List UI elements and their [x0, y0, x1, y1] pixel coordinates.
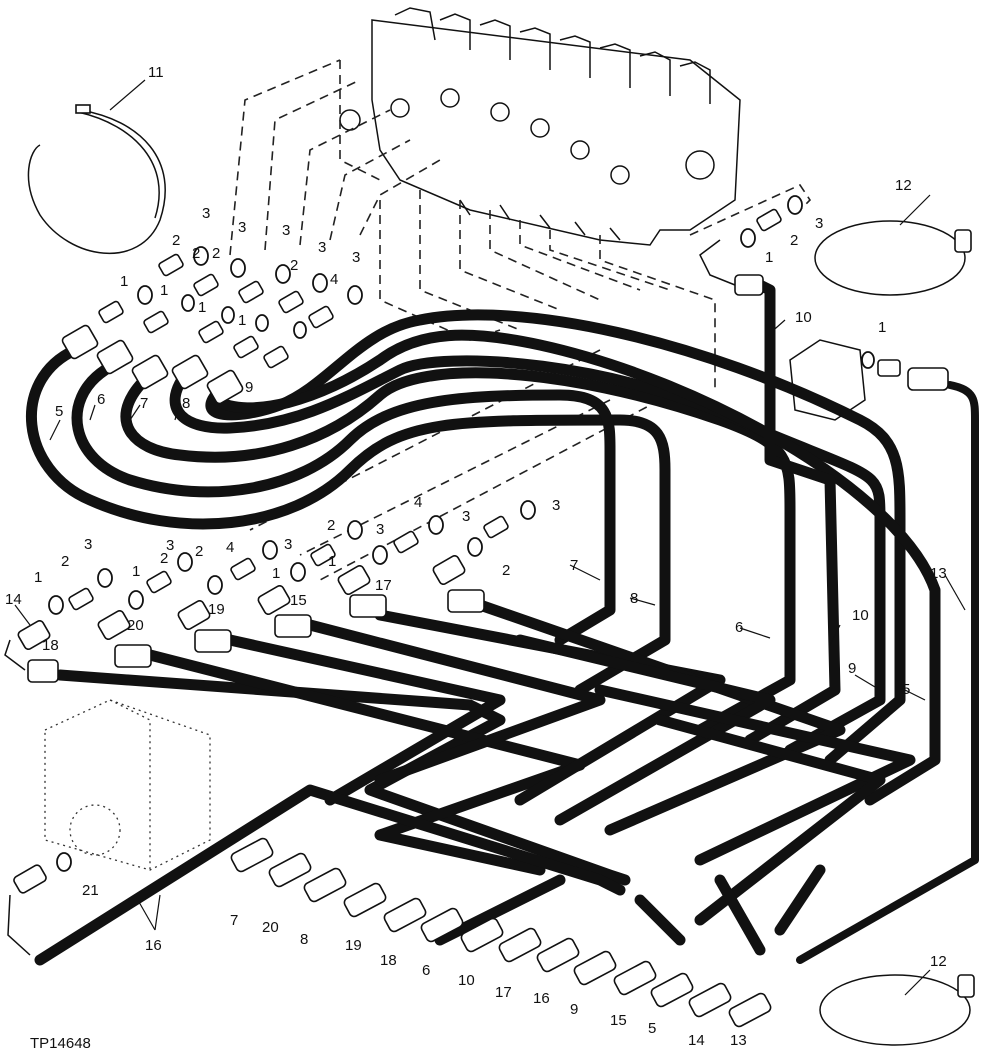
callout-label: 11: [148, 64, 164, 81]
callout-label: 1: [272, 565, 280, 582]
hose-clamps: [27, 104, 975, 1046]
bottom-hose-ends: [230, 837, 772, 1028]
callout-label: 4: [414, 494, 422, 511]
callout-label: 1: [120, 273, 128, 290]
callout-label: 6: [97, 391, 105, 408]
callout-label: 2: [160, 550, 168, 567]
callout-label: 6: [735, 619, 743, 636]
callout-label: 19: [345, 937, 362, 954]
callout-label: 3: [318, 239, 326, 256]
callout-label: 3: [84, 536, 92, 553]
callout-label: 10: [458, 972, 475, 989]
callout-label: 7: [570, 557, 578, 574]
callout-label: 1: [765, 249, 773, 266]
callout-label: 16: [533, 990, 550, 1007]
callout-label: 17: [375, 577, 392, 594]
callout-label: 12: [930, 953, 947, 970]
callout-label: 3: [552, 497, 560, 514]
callout-label: 2: [192, 245, 200, 262]
callout-label: 12: [895, 177, 912, 194]
callout-label: 7: [230, 912, 238, 929]
callout-label: 15: [290, 592, 307, 609]
callout-label: 3: [282, 222, 290, 239]
callout-label: 13: [730, 1032, 747, 1049]
callout-label: 3: [238, 219, 246, 236]
callout-label: 2: [502, 562, 510, 579]
callout-label: 16: [145, 937, 162, 954]
callout-label: 15: [610, 1012, 627, 1029]
callout-label: 13: [930, 565, 947, 582]
callout-label: 3: [376, 521, 384, 538]
callout-label: 14: [688, 1032, 705, 1049]
callout-label: 20: [127, 617, 144, 634]
callout-label: 1: [160, 282, 168, 299]
callout-label: 19: [208, 601, 225, 618]
callout-label: 1: [132, 563, 140, 580]
callout-label: 2: [172, 232, 180, 249]
callout-label: 2: [212, 245, 220, 262]
callout-label: 1: [34, 569, 42, 586]
callout-label: 9: [848, 660, 856, 677]
callout-label: 1: [198, 299, 206, 316]
leader-lines: [14, 79, 966, 996]
callout-label: 3: [352, 249, 360, 266]
callout-label: 4: [330, 271, 338, 288]
callout-label: 2: [290, 257, 298, 274]
callout-label: 8: [300, 931, 308, 948]
callout-label: 7: [140, 395, 148, 412]
pump-outline: [7, 699, 211, 956]
callout-label: 3: [462, 508, 470, 525]
callout-label: 5: [55, 403, 63, 420]
callout-label: 3: [284, 536, 292, 553]
callout-label: 18: [380, 952, 397, 969]
callout-label: 3: [815, 215, 823, 232]
lower-hose-bundle: [34, 599, 916, 966]
callout-label: 9: [570, 1001, 578, 1018]
callout-label: 2: [327, 517, 335, 534]
callout-label: 17: [495, 984, 512, 1001]
callout-label: 10: [795, 309, 812, 326]
callout-label: 1: [238, 312, 246, 329]
callout-label: 14: [5, 591, 22, 608]
callout-label: 5: [648, 1020, 656, 1037]
callout-label: 3: [166, 537, 174, 554]
callout-label: 1: [878, 319, 886, 336]
callout-label: 2: [195, 543, 203, 560]
callout-label: 5: [902, 681, 910, 698]
callout-label: 9: [245, 379, 253, 396]
callout-label: 8: [630, 590, 638, 607]
callout-label: 8: [182, 395, 190, 412]
callout-label: 4: [226, 539, 234, 556]
upper-hose-loops: [26, 279, 979, 964]
callout-label: 2: [61, 553, 69, 570]
callout-label: 1: [328, 553, 336, 570]
control-valve-assembly: [339, 7, 741, 246]
callout-label: 6: [422, 962, 430, 979]
callout-label: 2: [790, 232, 798, 249]
upper-fittings: [61, 195, 949, 421]
figure-id: TP14648: [30, 1035, 91, 1052]
callout-label: 3: [202, 205, 210, 222]
callout-label: 10: [852, 607, 869, 624]
callout-label: 21: [82, 882, 99, 899]
callout-label: 20: [262, 919, 279, 936]
callout-label: 18: [42, 637, 59, 654]
lower-fittings: [4, 500, 536, 683]
